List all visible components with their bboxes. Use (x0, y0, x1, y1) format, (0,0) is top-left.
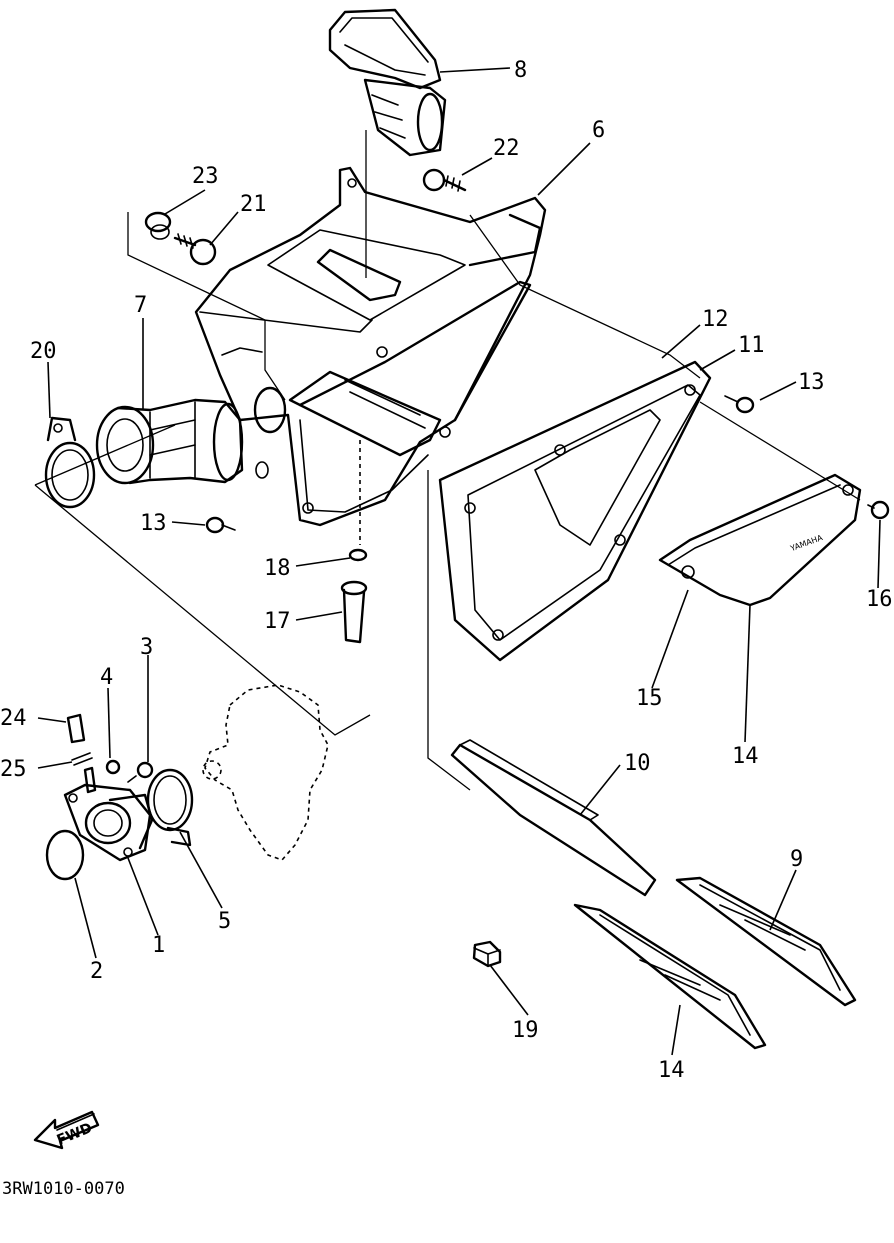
callout-labels: 8 22 6 23 21 7 20 12 11 13 13 18 17 16 1… (0, 58, 893, 1083)
callout-5: 5 (218, 909, 231, 934)
part-13-screw-right (724, 395, 755, 414)
part-1-manifold (63, 783, 154, 862)
assembly-guide-lines (34, 130, 861, 791)
part-21-clamp (44, 416, 96, 509)
callout-3: 3 (140, 635, 153, 660)
callout-4: 4 (100, 665, 113, 690)
callout-13-left: 13 (140, 511, 167, 536)
part-22-bolt (173, 233, 217, 266)
part-25-cap (66, 713, 86, 744)
part-23-bolt (422, 168, 467, 192)
callout-2: 2 (90, 959, 103, 984)
callout-21: 20 (30, 339, 57, 364)
part-15-cover: YAMAHA (658, 473, 862, 607)
callout-25: 24 (0, 706, 27, 731)
part-20-block (472, 940, 502, 968)
callout-15: 14 (732, 744, 759, 769)
callout-7: 7 (134, 293, 147, 318)
callout-23: 22 (493, 136, 520, 161)
part-24-washer (144, 211, 172, 240)
part-12-gasket (438, 360, 712, 662)
callout-19: 18 (264, 556, 291, 581)
callout-8: 8 (514, 58, 527, 83)
part-19-clip (348, 548, 368, 562)
part-5-clamp (146, 768, 194, 847)
callout-6: 6 (592, 118, 605, 143)
part-7-intake-boot (95, 398, 244, 485)
callout-10: 10 (624, 751, 651, 776)
part-4-nipple (83, 759, 121, 794)
part-9-filter-screen (675, 876, 857, 1007)
carburetor-outline (202, 684, 329, 861)
callout-12: 12 (702, 307, 729, 332)
callout-14: 14 (658, 1058, 685, 1083)
fwd-arrow-icon: FWD (33, 1110, 100, 1150)
part-3-screw (127, 761, 154, 783)
part-8-intake-duct (328, 8, 447, 157)
callout-26: 25 (0, 757, 27, 782)
callout-11: 11 (738, 333, 765, 358)
callout-1: 1 (152, 933, 165, 958)
callout-20: 19 (512, 1018, 539, 1043)
callout-13-right: 13 (798, 370, 825, 395)
leader-lines (37, 67, 881, 1056)
part-13-screw-left (205, 516, 236, 534)
catalog-code: 3RW1010-0070 (2, 1179, 125, 1199)
part-17-screw (867, 500, 890, 520)
callout-9: 9 (790, 847, 803, 872)
callout-16: 15 (636, 686, 663, 711)
part-18-drain-tube (340, 580, 368, 644)
part-10-filter-element (450, 739, 657, 897)
callout-17: 16 (866, 587, 893, 612)
part-26-clip (71, 752, 93, 766)
part-2-o-ring (45, 829, 85, 881)
part-14-filter-screen (573, 903, 767, 1050)
callout-18: 17 (264, 609, 291, 634)
callout-22: 21 (240, 192, 267, 217)
callout-24: 23 (192, 164, 219, 189)
part-6-air-box (194, 166, 547, 545)
brand-mark: YAMAHA (788, 533, 824, 553)
